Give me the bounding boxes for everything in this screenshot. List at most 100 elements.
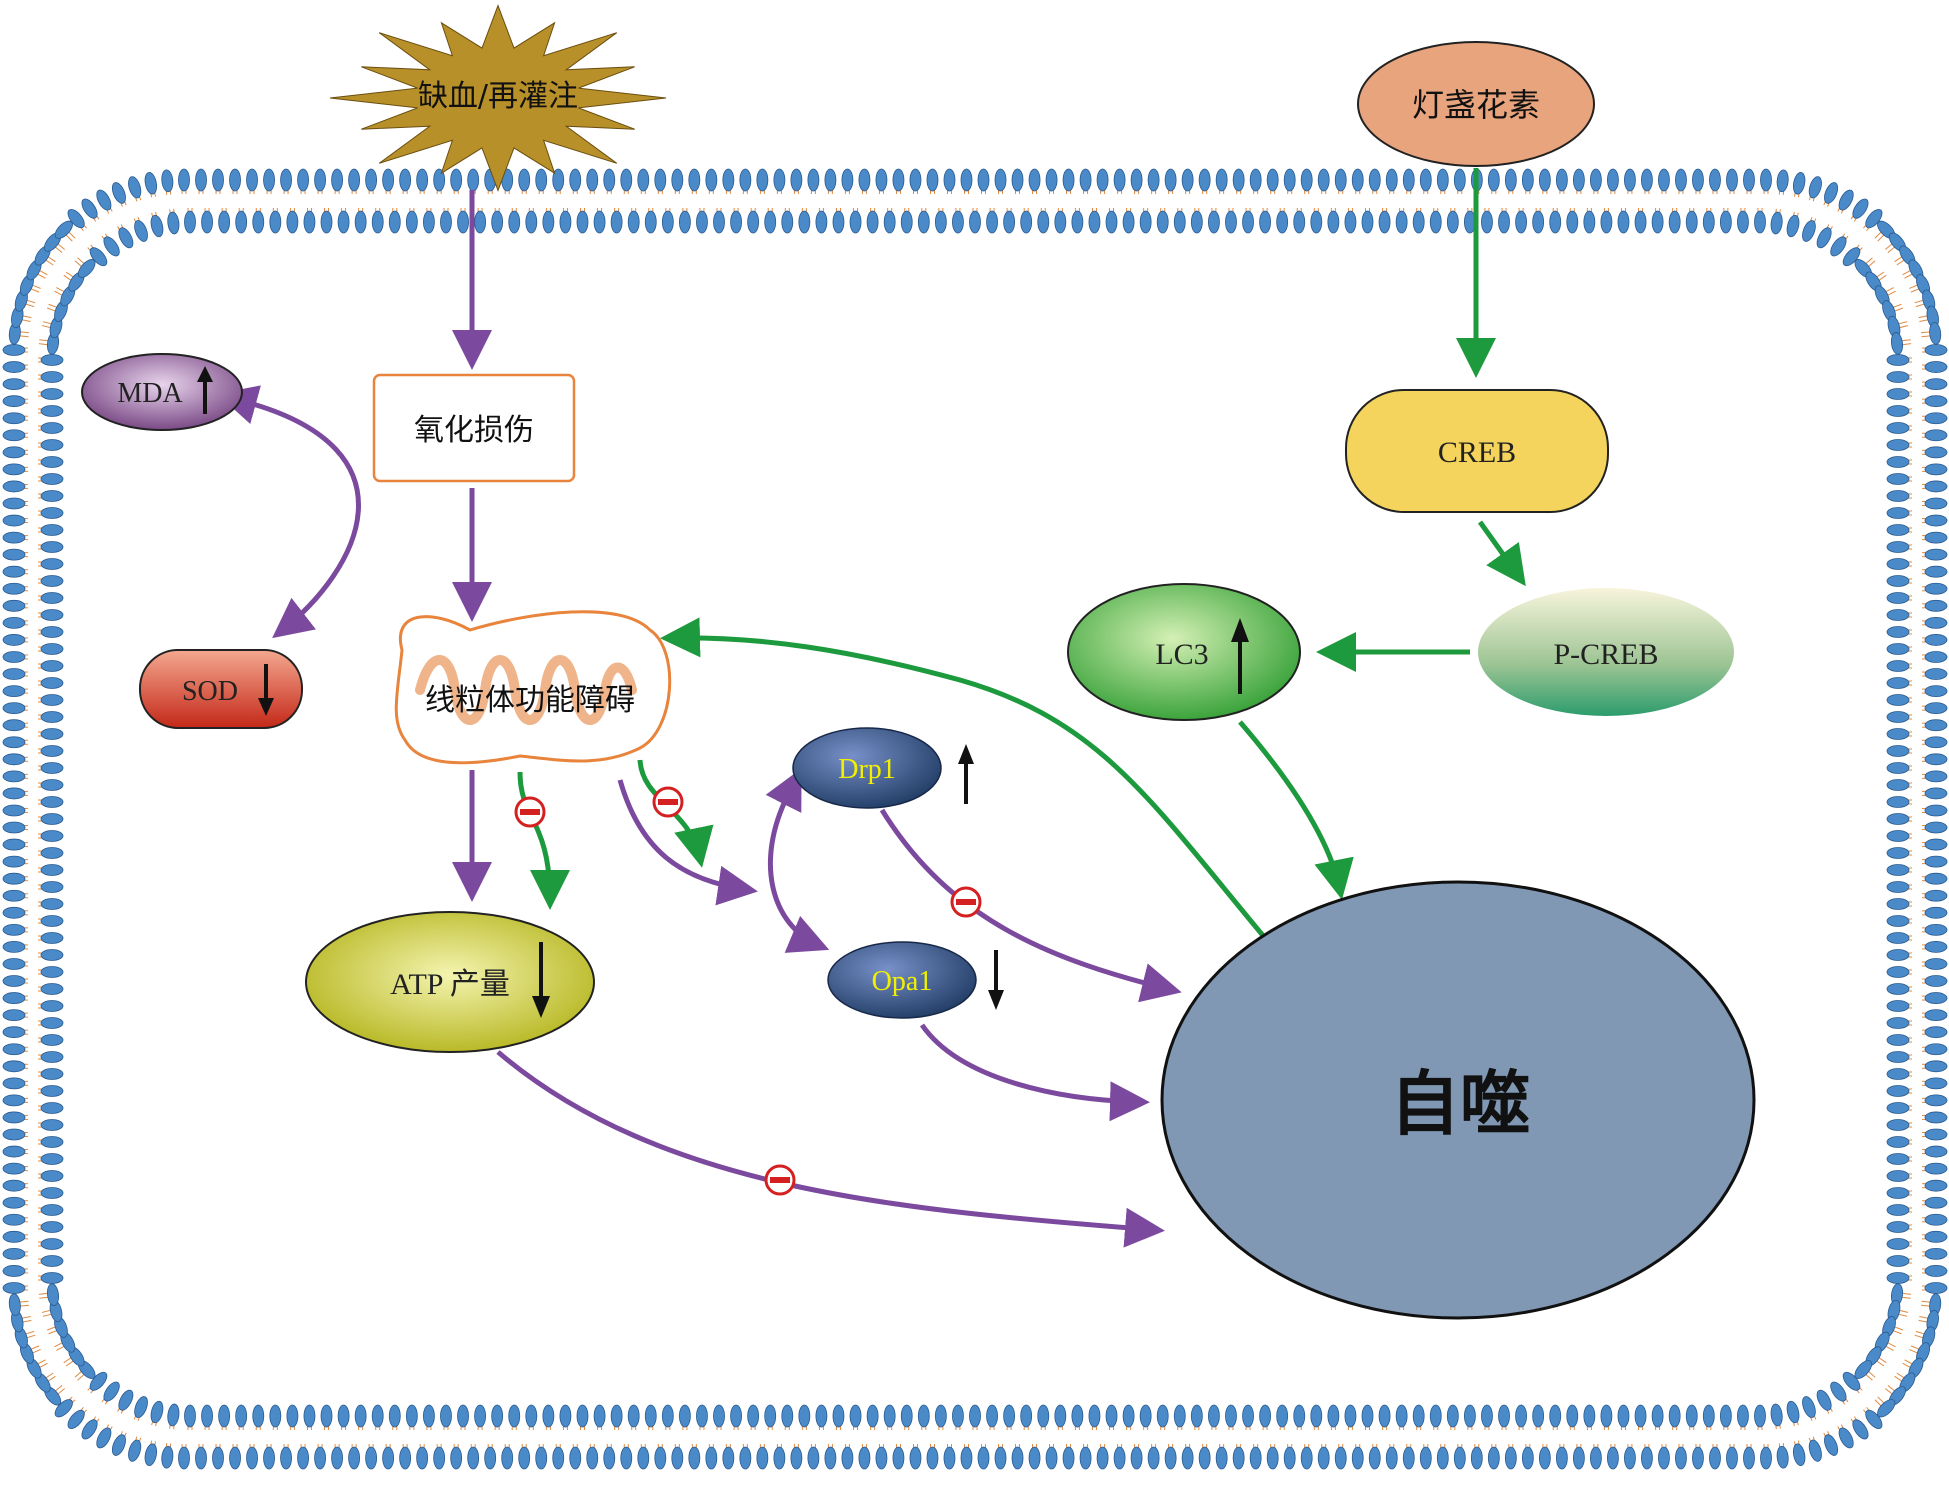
lipid-head [790, 1446, 803, 1470]
lipid-head [1436, 168, 1449, 192]
mda-label: MDA [117, 378, 183, 409]
lipid-head [2, 582, 26, 595]
lipid-head [892, 1446, 905, 1470]
lipid-head [1726, 168, 1738, 192]
oxidative-damage-label: 氧化损伤 [414, 413, 534, 448]
lipid-head [1770, 1403, 1783, 1427]
lipid-head [40, 1068, 64, 1080]
lipid-head [1521, 1446, 1534, 1470]
lipid-head [569, 168, 582, 192]
lipid-head [184, 210, 196, 234]
lipid-head [40, 1085, 64, 1097]
lipid-head [348, 1446, 361, 1470]
lipid-head [81, 1419, 98, 1440]
lipid-head [1028, 168, 1041, 192]
lipid-head [40, 388, 64, 400]
lipid-head [1259, 1404, 1272, 1428]
lipid-head [1429, 210, 1442, 234]
lipid-head [559, 1404, 572, 1428]
lipid-head [1190, 210, 1203, 234]
lc3-label: LC3 [1155, 638, 1208, 671]
up-arrow-icon [1231, 618, 1249, 694]
lipid-head [722, 168, 735, 192]
lipid-head [1924, 1026, 1948, 1039]
lipid-head [450, 1446, 463, 1470]
lipid-head [2, 548, 26, 561]
lipid-head [943, 168, 956, 192]
lipid-head [2, 821, 26, 834]
lipid-head [1924, 685, 1948, 697]
lipid-head [1776, 169, 1789, 193]
lipid-head [118, 227, 134, 249]
lipid-head [1147, 168, 1160, 192]
lipid-head [1924, 599, 1948, 612]
lipid-head [969, 1404, 981, 1428]
lipid-head [67, 1409, 85, 1430]
oxidative-damage-node: 氧化损伤 [372, 373, 576, 483]
lipid-head [1190, 1404, 1203, 1428]
lipid-head [1385, 1446, 1398, 1470]
lipid-head [815, 1404, 828, 1428]
lipid-head [1802, 220, 1816, 242]
lipid-head [1924, 395, 1948, 408]
lipid-head [671, 168, 684, 192]
lipid-head [1886, 711, 1910, 723]
lipid-head [40, 473, 64, 485]
lipid-head [1924, 906, 1948, 919]
lipid-head [1924, 378, 1948, 391]
lipid-head [2, 889, 26, 902]
lipid-head [1924, 1247, 1948, 1260]
lipid-head [365, 1446, 378, 1470]
lipid-head [1589, 1446, 1602, 1470]
lipid-head [450, 168, 463, 192]
lipid-head [40, 1238, 64, 1250]
lipid-head [1498, 1404, 1510, 1428]
lipid-head [457, 1404, 469, 1428]
lipid-head [1122, 210, 1135, 234]
lipid-head [593, 1404, 606, 1428]
lipid-head [1566, 1404, 1579, 1428]
lipid-head [1242, 1404, 1254, 1428]
lipid-head [1760, 1446, 1772, 1470]
lipid-head [1276, 210, 1289, 234]
lipid-head [841, 1446, 854, 1470]
lipid-head [40, 983, 64, 995]
lipid-head [40, 1034, 64, 1046]
lipid-head [2, 463, 26, 476]
lipid-head [1521, 168, 1534, 192]
lipid-head [1886, 966, 1910, 978]
down-arrow-icon [258, 664, 274, 716]
lipid-head [1924, 361, 1948, 373]
lipid-head [1504, 1446, 1517, 1470]
lipid-head [416, 1446, 429, 1470]
lipid-head [2, 1282, 26, 1294]
lipid-head [781, 210, 794, 234]
lipid-head [1743, 1446, 1755, 1470]
lipid-head [40, 609, 64, 621]
autophagy-label: 自噬 [1390, 1063, 1530, 1145]
up-arrow-icon [197, 366, 213, 414]
lipid-head [1886, 1068, 1910, 1080]
lipid-head [1600, 210, 1613, 234]
lipid-head [1003, 1404, 1016, 1428]
lipid-head [875, 1446, 888, 1470]
lipid-head [2, 651, 26, 663]
lipid-head [167, 1403, 180, 1427]
creb-label: CREB [1438, 436, 1516, 469]
lipid-head [144, 172, 158, 195]
lipid-head [423, 1404, 435, 1428]
up-arrow-icon [958, 744, 974, 804]
lipid-head [576, 1404, 589, 1428]
lipid-head [212, 168, 224, 192]
lipid-head [1668, 1404, 1681, 1428]
lipid-head [1173, 1404, 1186, 1428]
lipid-head [1658, 168, 1670, 192]
lipid-head [40, 762, 64, 774]
lipid-head [40, 677, 64, 689]
p-creb-label: P-CREB [1553, 638, 1658, 671]
lipid-head [1225, 210, 1237, 234]
lipid-head [303, 210, 316, 234]
lipid-head [1634, 1404, 1647, 1428]
lipid-head [654, 1446, 667, 1470]
lipid-head [1617, 1404, 1630, 1428]
